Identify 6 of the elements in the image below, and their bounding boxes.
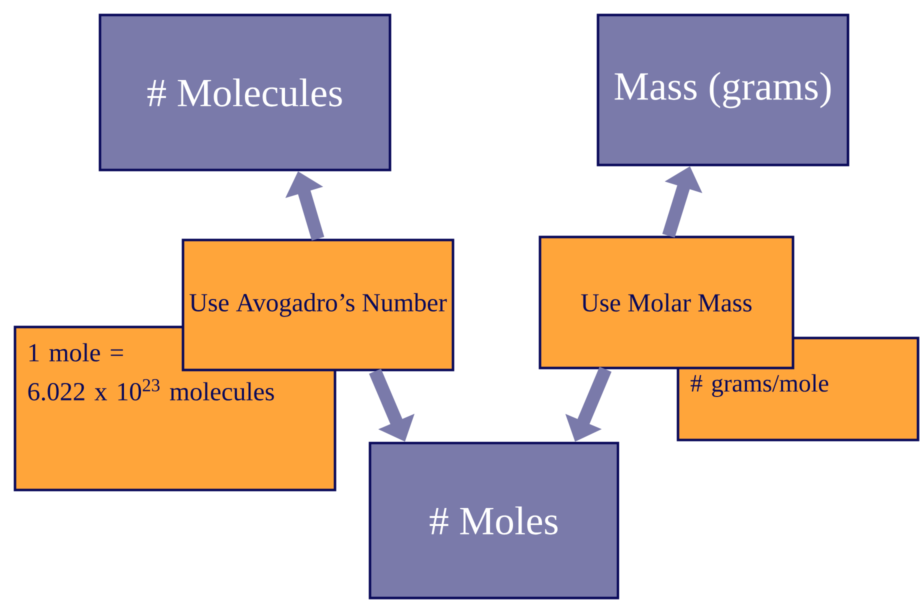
method-box: Use Molar Mass <box>538 236 794 370</box>
quantity-box: Mass (grams) <box>596 14 850 166</box>
quantity-box: # Molecules <box>98 14 392 172</box>
note-text: # grams/mole <box>690 374 828 397</box>
quantity-box: # Moles <box>368 442 620 600</box>
method-box: Use Avogadro’s Number <box>182 238 454 372</box>
